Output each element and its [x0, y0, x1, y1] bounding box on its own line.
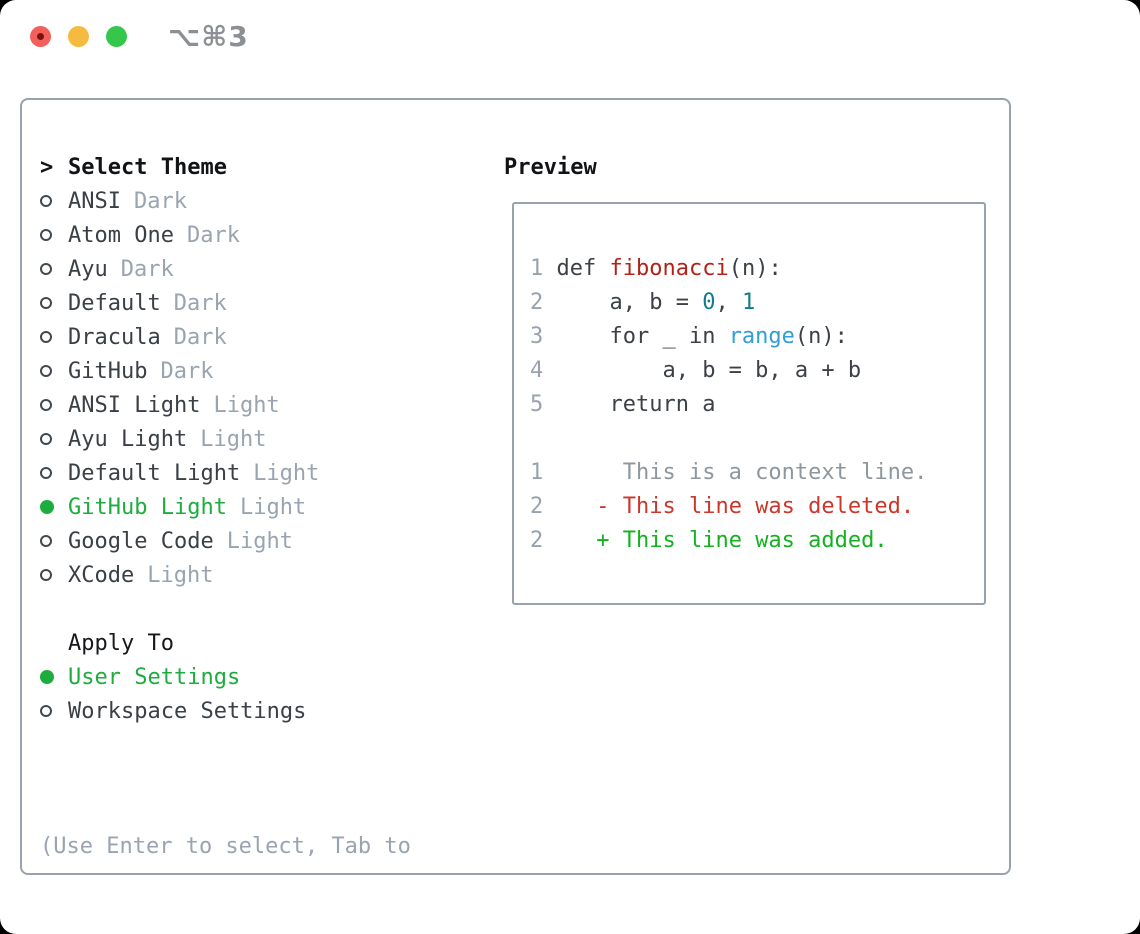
minimize-button-icon[interactable] — [68, 26, 89, 47]
keyboard-hint-line1: (Use Enter to select, Tab to — [40, 834, 411, 859]
option-variant-label: Dark — [173, 324, 227, 350]
apply-to-header: Apply To — [68, 630, 174, 656]
option-variant-label: Light — [239, 494, 307, 520]
preview-line: 2 + This line was added. — [530, 528, 888, 553]
radio-icon — [40, 500, 68, 514]
option-label: Atom One — [68, 222, 174, 248]
option-label: Ayu Light — [68, 426, 188, 452]
theme-option-github[interactable]: GitHub Dark — [40, 354, 319, 388]
option-variant-label: Light — [253, 460, 320, 486]
radio-icon — [40, 467, 68, 479]
theme-option-ayu-light[interactable]: Ayu Light Light — [40, 422, 319, 456]
option-variant-label: Dark — [160, 358, 214, 384]
theme-option-atom-one[interactable]: Atom One Dark — [40, 218, 319, 252]
radio-icon — [40, 263, 68, 275]
option-label: User Settings — [68, 664, 241, 690]
theme-list: ANSI Dark Atom One Dark Ayu Dark Default… — [40, 184, 319, 592]
preview-line: 1 def fibonacci(n): — [530, 256, 782, 281]
option-label: Default Light — [68, 460, 241, 486]
radio-icon — [40, 670, 68, 684]
theme-option-default-light[interactable]: Default Light Light — [40, 456, 319, 490]
apply-to-list: User Settings Workspace Settings — [40, 660, 306, 728]
radio-icon — [40, 365, 68, 377]
keyboard-hint: (Use Enter to select, Tab to change focu… — [40, 762, 411, 934]
option-label: GitHub Light — [68, 494, 227, 520]
option-label: ANSI — [68, 188, 121, 214]
option-variant-label: Dark — [120, 256, 174, 282]
radio-icon — [40, 569, 68, 581]
option-label: Default — [68, 290, 161, 316]
preview-header: Preview — [504, 154, 597, 180]
option-label: Ayu — [68, 256, 108, 282]
option-variant-label: Dark — [133, 188, 187, 214]
preview-line — [530, 422, 984, 456]
theme-option-ayu[interactable]: Ayu Dark — [40, 252, 319, 286]
radio-icon — [40, 195, 68, 207]
option-variant-label: Light — [213, 392, 280, 418]
radio-icon — [40, 399, 68, 411]
theme-option-github-light[interactable]: GitHub Light Light — [40, 490, 319, 524]
preview-line: 2 - This line was deleted. — [530, 494, 915, 519]
option-label: ANSI Light — [68, 392, 201, 418]
option-variant-label: Light — [226, 528, 293, 554]
option-label: Google Code — [68, 528, 214, 554]
option-variant-label: Dark — [186, 222, 240, 248]
option-variant-label: Light — [147, 562, 214, 588]
preview-line: 1 This is a context line. — [530, 460, 928, 485]
theme-option-default[interactable]: Default Dark — [40, 286, 319, 320]
theme-option-google-code[interactable]: Google Code Light — [40, 524, 319, 558]
option-label: Dracula — [68, 324, 161, 350]
option-label: GitHub — [68, 358, 148, 384]
preview-box: 1 def fibonacci(n): 2 a, b = 0, 1 3 for _ … — [512, 202, 986, 605]
option-label: Workspace Settings — [68, 698, 307, 724]
preview-line: 5 return a — [530, 392, 716, 417]
radio-icon — [40, 535, 68, 547]
radio-icon — [40, 297, 68, 309]
close-button-icon[interactable] — [30, 26, 51, 47]
theme-option-xcode[interactable]: XCode Light — [40, 558, 319, 592]
option-variant-label: Light — [200, 426, 267, 452]
window-title: ⌥⌘3 — [168, 20, 249, 53]
radio-icon — [40, 229, 68, 241]
option-variant-label: Dark — [173, 290, 227, 316]
theme-picker-panel: > Select Theme ANSI Dark Atom One Dark A… — [20, 98, 1011, 875]
select-theme-header: > Select Theme — [40, 150, 227, 184]
zoom-button-icon[interactable] — [106, 26, 127, 47]
radio-icon — [40, 705, 68, 717]
theme-option-ansi[interactable]: ANSI Dark — [40, 184, 319, 218]
cursor-indicator: > — [40, 154, 54, 180]
radio-icon — [40, 331, 68, 343]
preview-line: 2 a, b = 0, 1 — [530, 290, 756, 315]
apply-option-workspace-settings[interactable]: Workspace Settings — [40, 694, 306, 728]
preview-line: 3 for _ in range(n): — [530, 324, 848, 349]
apply-option-user-settings[interactable]: User Settings — [40, 660, 306, 694]
theme-option-dracula[interactable]: Dracula Dark — [40, 320, 319, 354]
select-theme-header-label: Select Theme — [68, 154, 227, 180]
option-label: XCode — [68, 562, 135, 588]
preview-line: 4 a, b = b, a + b — [530, 358, 862, 383]
theme-option-ansi-light[interactable]: ANSI Light Light — [40, 388, 319, 422]
window-controls — [30, 26, 127, 47]
radio-icon — [40, 433, 68, 445]
